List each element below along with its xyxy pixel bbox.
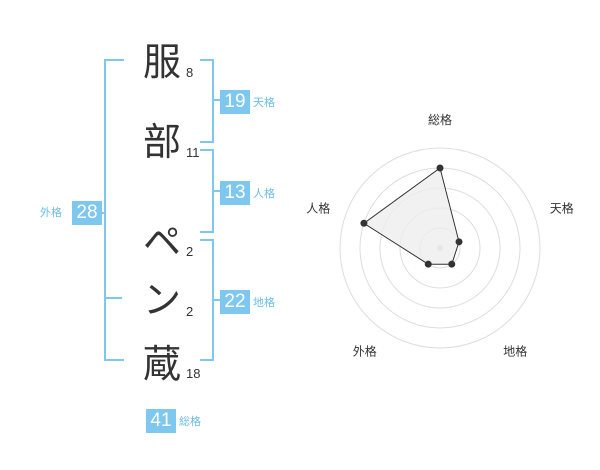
gaikaku-inner-tick [104,297,122,299]
name-char-2: 部 [142,120,181,164]
name-char-5: 蔵 [142,342,181,386]
radar-axis-label-1: 総格 [428,112,452,127]
jinkaku-label: 人格 [253,187,275,200]
stroke-count-3: 2 [186,244,194,259]
gaikaku-bracket [104,59,124,361]
stroke-count-5: 18 [186,366,201,381]
gaikaku-value-badge: 28 [72,201,102,225]
name-char-4: ン [142,278,181,322]
radar-axis-label-2: 天格 [550,200,574,215]
stroke-count-2: 11 [186,145,200,160]
radar-point-1 [436,164,444,172]
stroke-count-1: 8 [186,65,194,80]
soukaku-value-badge: 41 [146,409,176,433]
tenkaku-label: 天格 [253,96,275,109]
gaikaku-label: 外格 [40,206,62,219]
name-char-3: ペ [142,220,181,264]
radar-point-2 [455,238,463,246]
tenkaku-value-badge: 19 [220,90,250,114]
name-char-1: 服 [142,40,181,84]
jinkaku-tick [212,190,220,192]
chikaku-tick [212,299,220,301]
radar-axis-label-4: 外格 [353,344,377,359]
tenkaku-tick [212,99,220,101]
radar-series-polygon [363,167,460,265]
stroke-count-4: 2 [186,304,194,319]
radar-ring-5 [339,147,541,349]
soukaku-label: 総格 [179,415,201,428]
radar-point-3 [448,260,456,268]
jinkaku-value-badge: 13 [220,181,250,205]
radar-point-5 [360,219,368,227]
tenkaku-bracket [200,59,214,143]
radar-axis-label-5: 人格 [306,200,330,215]
radar-axis-label-3: 地格 [503,344,527,359]
chikaku-value-badge: 22 [220,290,250,314]
chikaku-label: 地格 [253,296,275,309]
radar-point-4 [424,260,432,268]
